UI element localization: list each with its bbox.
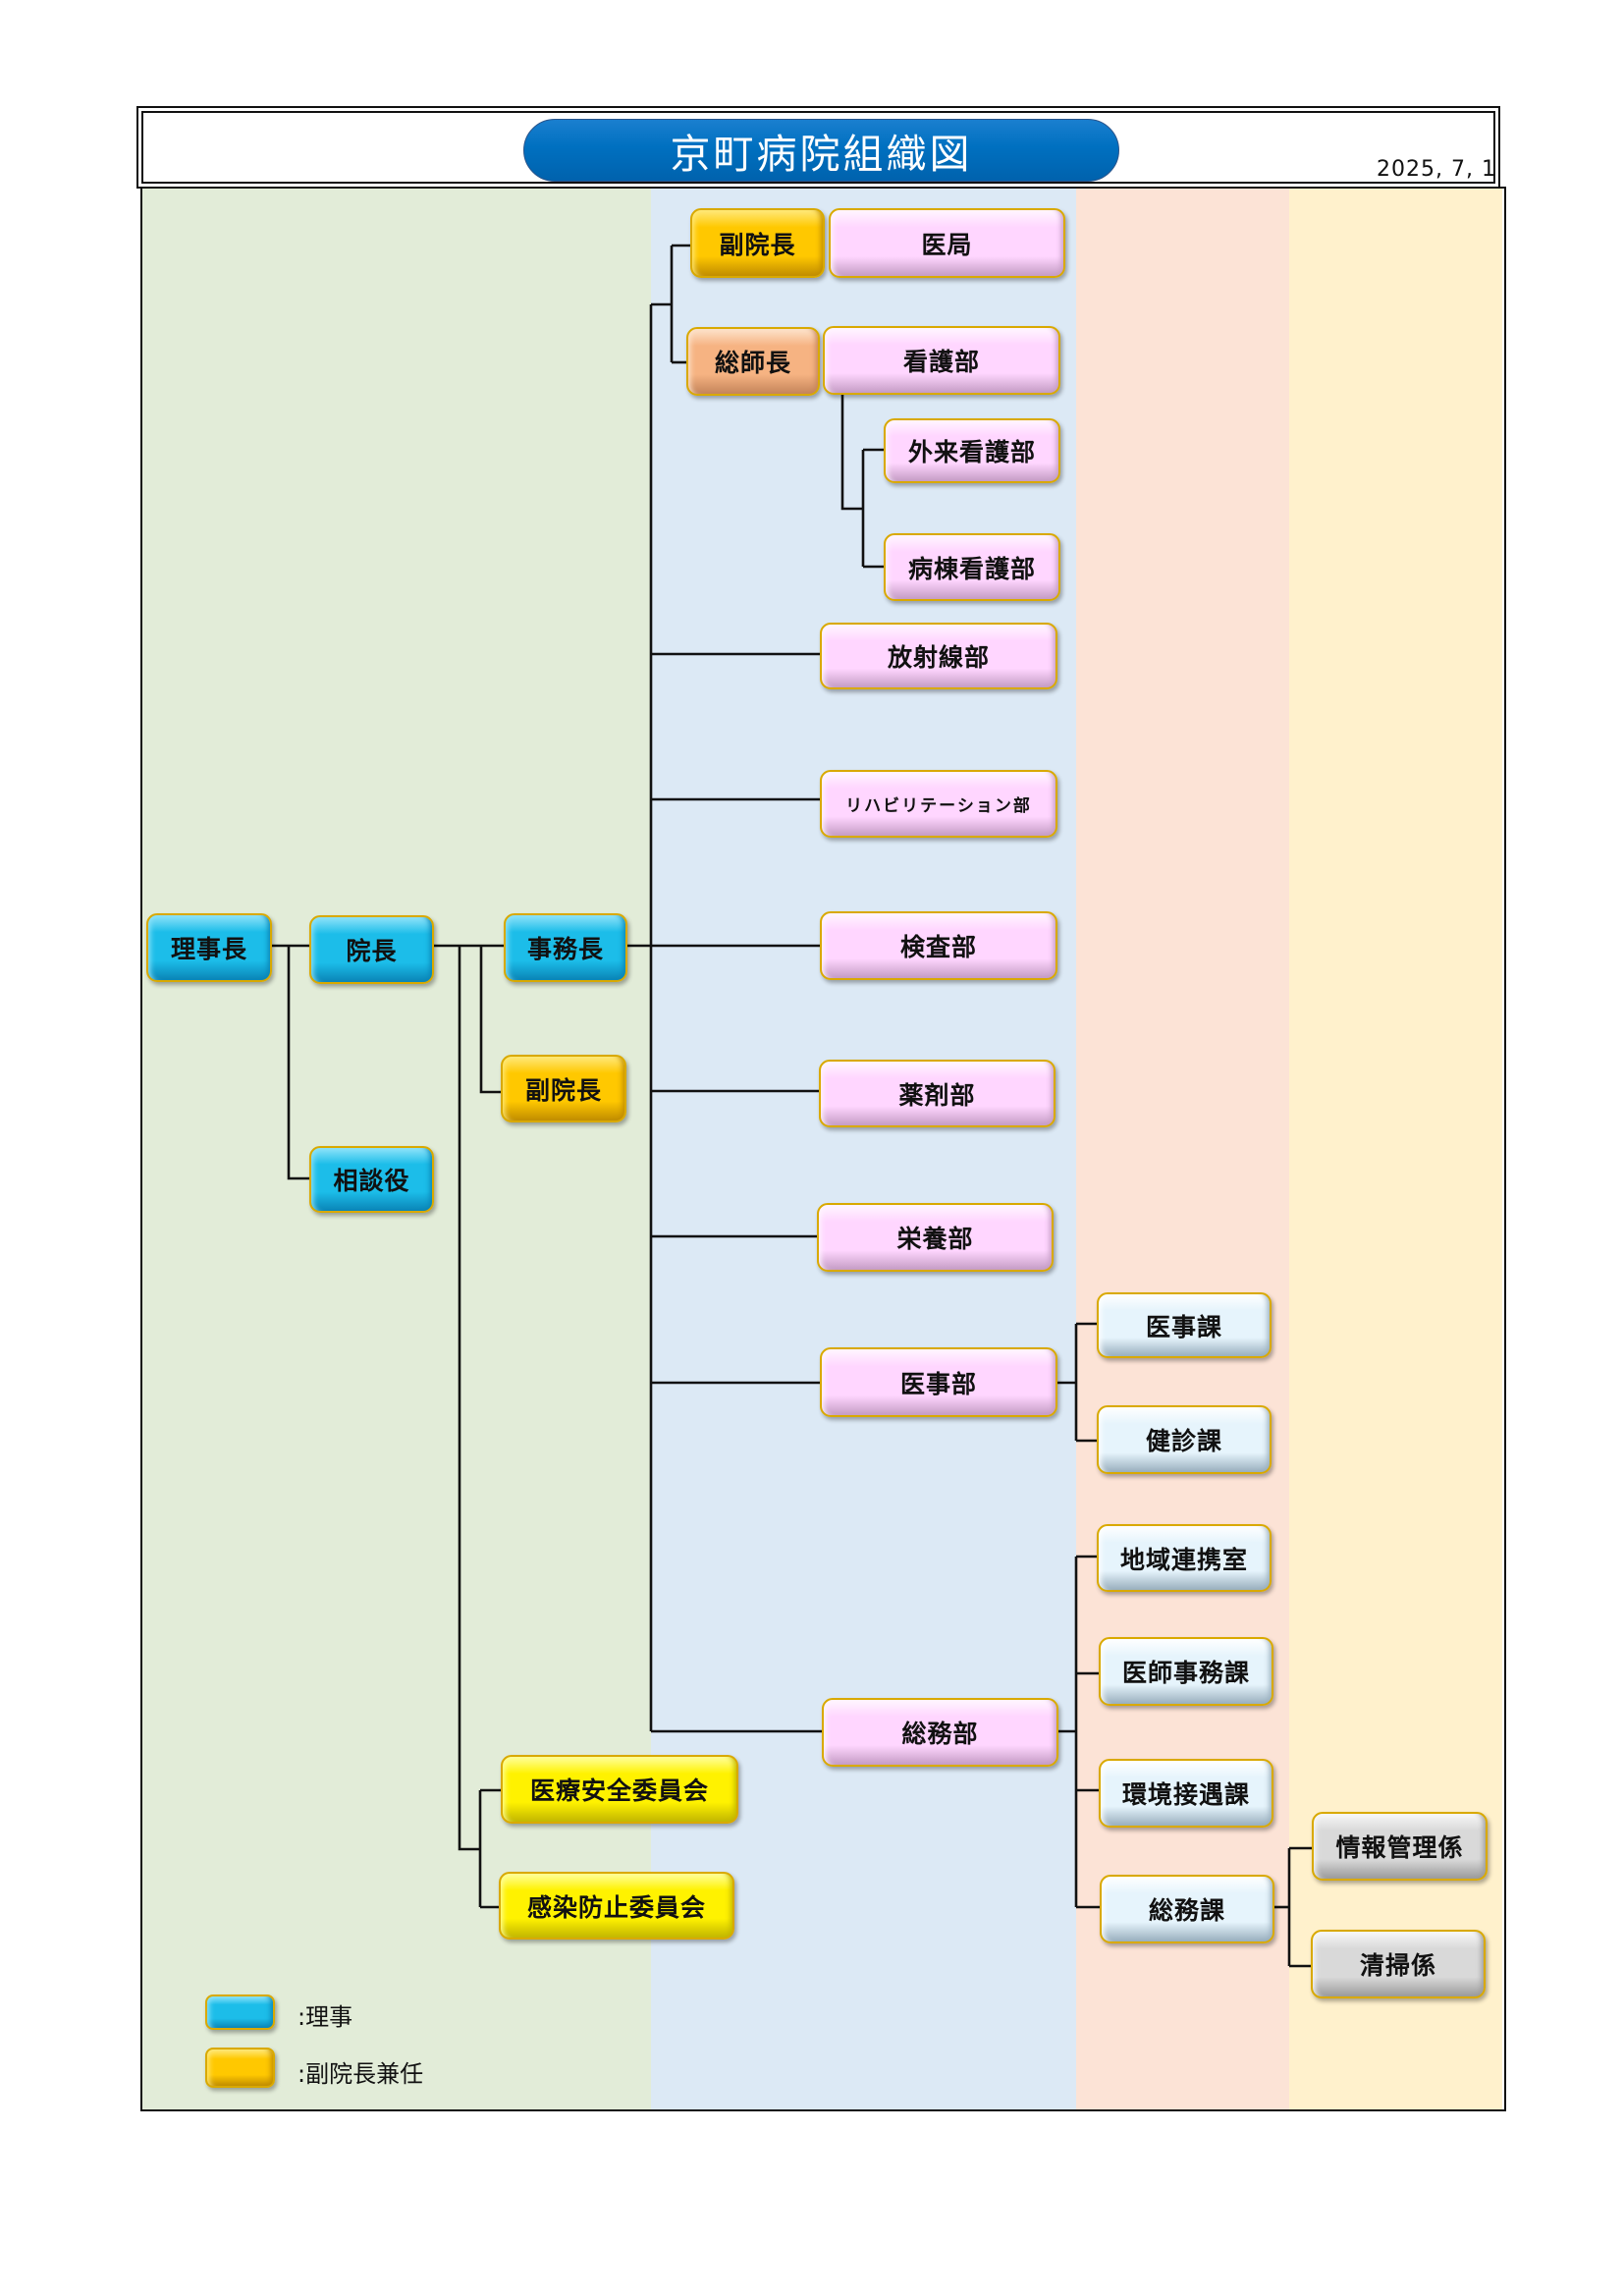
page-title: 京町病院組織図 xyxy=(670,131,973,178)
node-general-affairs-section: 総務課 xyxy=(1100,1875,1274,1943)
chart-frame xyxy=(140,187,1506,2111)
node-health-checkup-section: 健診課 xyxy=(1097,1405,1272,1474)
node-director: 院長 xyxy=(309,915,434,984)
node-vice-director-medical: 副院長 xyxy=(690,208,825,278)
node-label: 医療安全委員会 xyxy=(529,1777,709,1805)
node-infection-control-committee: 感染防止委員会 xyxy=(499,1872,734,1940)
node-label: 放射線部 xyxy=(887,643,990,672)
node-label: リハビリテーション部 xyxy=(845,796,1032,816)
node-label: 総務課 xyxy=(1148,1896,1225,1925)
connector-line xyxy=(458,946,480,1851)
node-label: 地域連携室 xyxy=(1119,1545,1248,1574)
revision-date: 2025, 7, 1 xyxy=(1377,157,1496,182)
node-chairman: 理事長 xyxy=(146,913,272,982)
node-label: 健診課 xyxy=(1145,1427,1222,1455)
node-chief-nurse: 総師長 xyxy=(686,327,820,396)
node-label: 理事長 xyxy=(170,935,247,963)
node-secretary-general: 事務長 xyxy=(504,913,627,982)
node-label: 副院長 xyxy=(524,1075,602,1105)
node-label: 清掃係 xyxy=(1359,1951,1436,1980)
node-medical-affairs-section: 医事課 xyxy=(1097,1292,1272,1358)
band-units xyxy=(1289,189,1502,2109)
legend-swatch-vice xyxy=(205,2048,275,2088)
connector-line xyxy=(840,395,863,511)
node-medical-affairs: 医事部 xyxy=(820,1347,1057,1417)
title-banner: 京町病院組織図 xyxy=(523,119,1119,182)
node-laboratory: 検査部 xyxy=(820,911,1057,980)
connector-line xyxy=(287,946,309,1180)
node-label: 院長 xyxy=(346,937,398,965)
node-label: 事務長 xyxy=(526,935,604,963)
node-vice-director: 副院長 xyxy=(501,1055,626,1122)
node-general-affairs: 総務部 xyxy=(822,1698,1058,1767)
node-label: 医事課 xyxy=(1145,1312,1222,1341)
node-label: 環境接遇課 xyxy=(1121,1780,1250,1809)
node-advisor: 相談役 xyxy=(309,1146,434,1213)
node-pharmacy: 薬剤部 xyxy=(819,1060,1056,1127)
node-radiology: 放射線部 xyxy=(820,623,1057,689)
node-label: 相談役 xyxy=(333,1167,410,1195)
node-label: 医事部 xyxy=(899,1369,977,1398)
node-outpatient-nursing: 外来看護部 xyxy=(884,418,1060,483)
header-inner-frame xyxy=(141,111,1495,184)
node-ward-nursing: 病棟看護部 xyxy=(884,533,1060,601)
node-medical-clerk-section: 医師事務課 xyxy=(1099,1637,1273,1706)
node-nursing-dept: 看護部 xyxy=(823,326,1060,395)
node-label: 総務部 xyxy=(901,1720,979,1748)
node-nutrition: 栄養部 xyxy=(817,1203,1054,1272)
legend-swatch-board xyxy=(205,1995,275,2030)
node-rehabilitation: リハビリテーション部 xyxy=(820,770,1057,838)
node-label: 薬剤部 xyxy=(898,1080,976,1110)
connector-line xyxy=(479,946,501,1094)
node-label: 感染防止委員会 xyxy=(526,1892,706,1922)
legend-label-board: :理事 xyxy=(298,2003,353,2031)
node-label: 総師長 xyxy=(714,349,791,377)
node-environment-hospitality: 環境接遇課 xyxy=(1099,1759,1273,1828)
node-label: 副院長 xyxy=(719,230,796,259)
node-label: 外来看護部 xyxy=(907,438,1036,466)
node-medical-office: 医局 xyxy=(829,208,1065,278)
node-regional-liaison: 地域連携室 xyxy=(1097,1524,1272,1592)
node-label: 医局 xyxy=(921,230,973,259)
node-label: 病棟看護部 xyxy=(907,554,1036,583)
node-medical-safety-committee: 医療安全委員会 xyxy=(501,1755,738,1824)
node-label: 情報管理係 xyxy=(1335,1833,1464,1862)
node-label: 看護部 xyxy=(902,348,980,376)
node-label: 医師事務課 xyxy=(1121,1659,1250,1687)
node-label: 検査部 xyxy=(899,933,977,961)
node-cleaning: 清掃係 xyxy=(1311,1930,1486,1998)
node-information-management: 情報管理係 xyxy=(1312,1812,1488,1881)
legend-label-vice: :副院長兼任 xyxy=(298,2060,424,2088)
node-label: 栄養部 xyxy=(896,1225,974,1253)
